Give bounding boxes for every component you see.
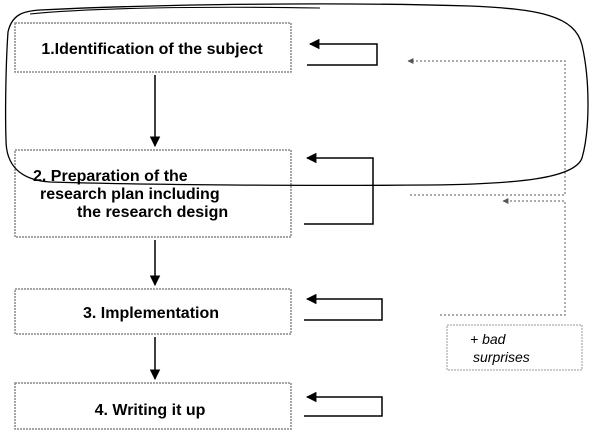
step-3-label: 3. Implementation: [83, 305, 219, 322]
step-4-box: [14, 382, 292, 430]
step-2-label-line-2: research plan including: [40, 186, 220, 203]
hand-drawn-enclosure: [4, 3, 589, 187]
step-1-label: 1.Identification of the subject: [41, 41, 263, 58]
surprises-note-line-1: + bad: [470, 331, 507, 347]
feedback-loop-step-2: [304, 152, 374, 225]
feedback-loop-step-1: [307, 38, 378, 66]
feedback-loop-step-3: [304, 293, 383, 321]
step-3-box: [14, 288, 292, 335]
feedback-loop-step-4: [304, 391, 383, 417]
step-2-box: [14, 149, 292, 238]
step-2-label-line-3: the research design: [77, 204, 228, 221]
surprises-note-box: [446, 324, 583, 371]
surprises-note-line-2: surprises: [473, 349, 530, 365]
feedback-line-to-step-1: [407, 58, 566, 196]
step-4-label: 4. Writing it up: [95, 402, 206, 419]
hand-drawn-enclosure-overlap: [29, 6, 321, 15]
step-1-box: [14, 22, 292, 73]
step-2-label-line-1: 2. Preparation of the: [33, 168, 188, 185]
feedback-line-to-step-2: [440, 198, 566, 316]
